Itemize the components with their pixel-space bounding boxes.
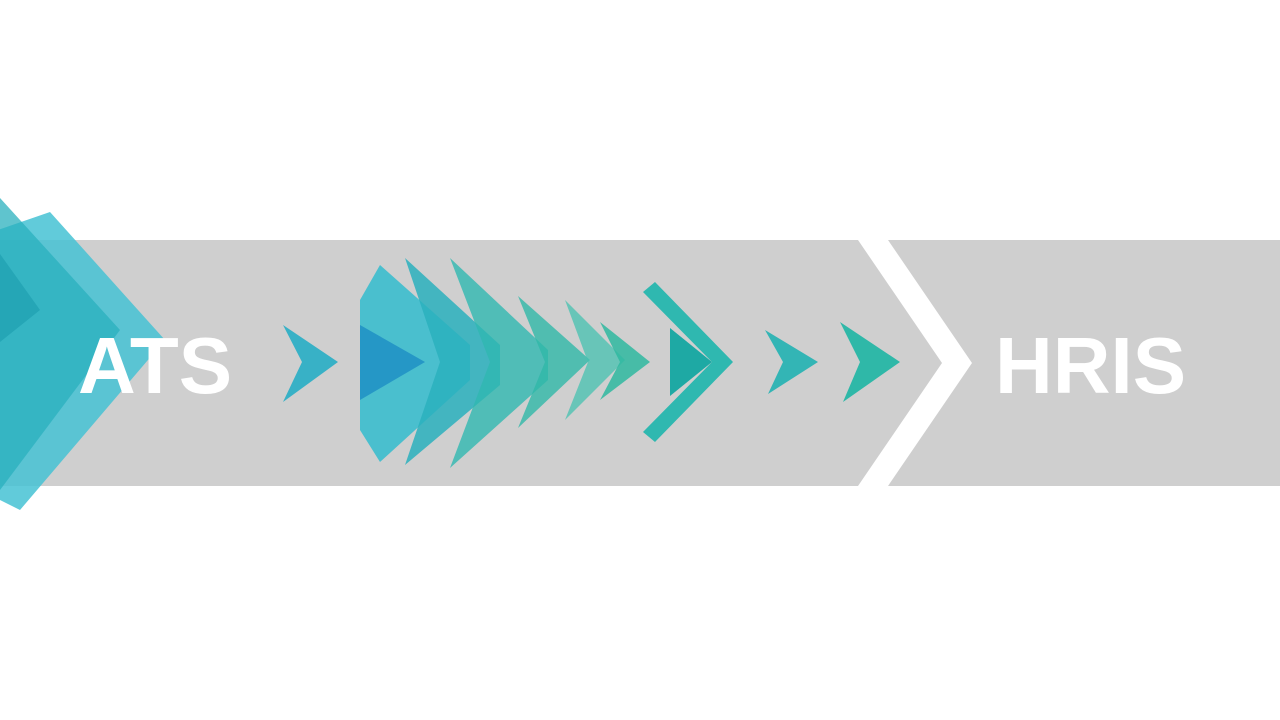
cluster-chevron-4 — [518, 296, 590, 428]
tall-chevron-fill — [670, 328, 712, 396]
cluster-chevron-2 — [405, 258, 500, 465]
source-chevron-front — [0, 254, 40, 342]
chevron-cluster — [360, 258, 650, 468]
chevron-separator — [858, 240, 972, 486]
source-chevron-stack — [0, 198, 165, 510]
tall-chevron — [643, 282, 733, 442]
cluster-chevron-3 — [450, 258, 548, 468]
cluster-chevron-5 — [565, 300, 625, 420]
cluster-chevron-6 — [600, 322, 650, 400]
target-system-label: HRIS — [995, 321, 1186, 410]
cluster-chevron-center — [360, 325, 425, 400]
source-chevron-mid — [0, 198, 120, 490]
arrow-icon-2 — [765, 330, 818, 394]
arrow-icon-1 — [283, 325, 338, 402]
source-system-label: ATS — [78, 321, 232, 410]
tall-chevron-outline — [643, 282, 733, 442]
arrow-icon-3 — [840, 322, 900, 402]
